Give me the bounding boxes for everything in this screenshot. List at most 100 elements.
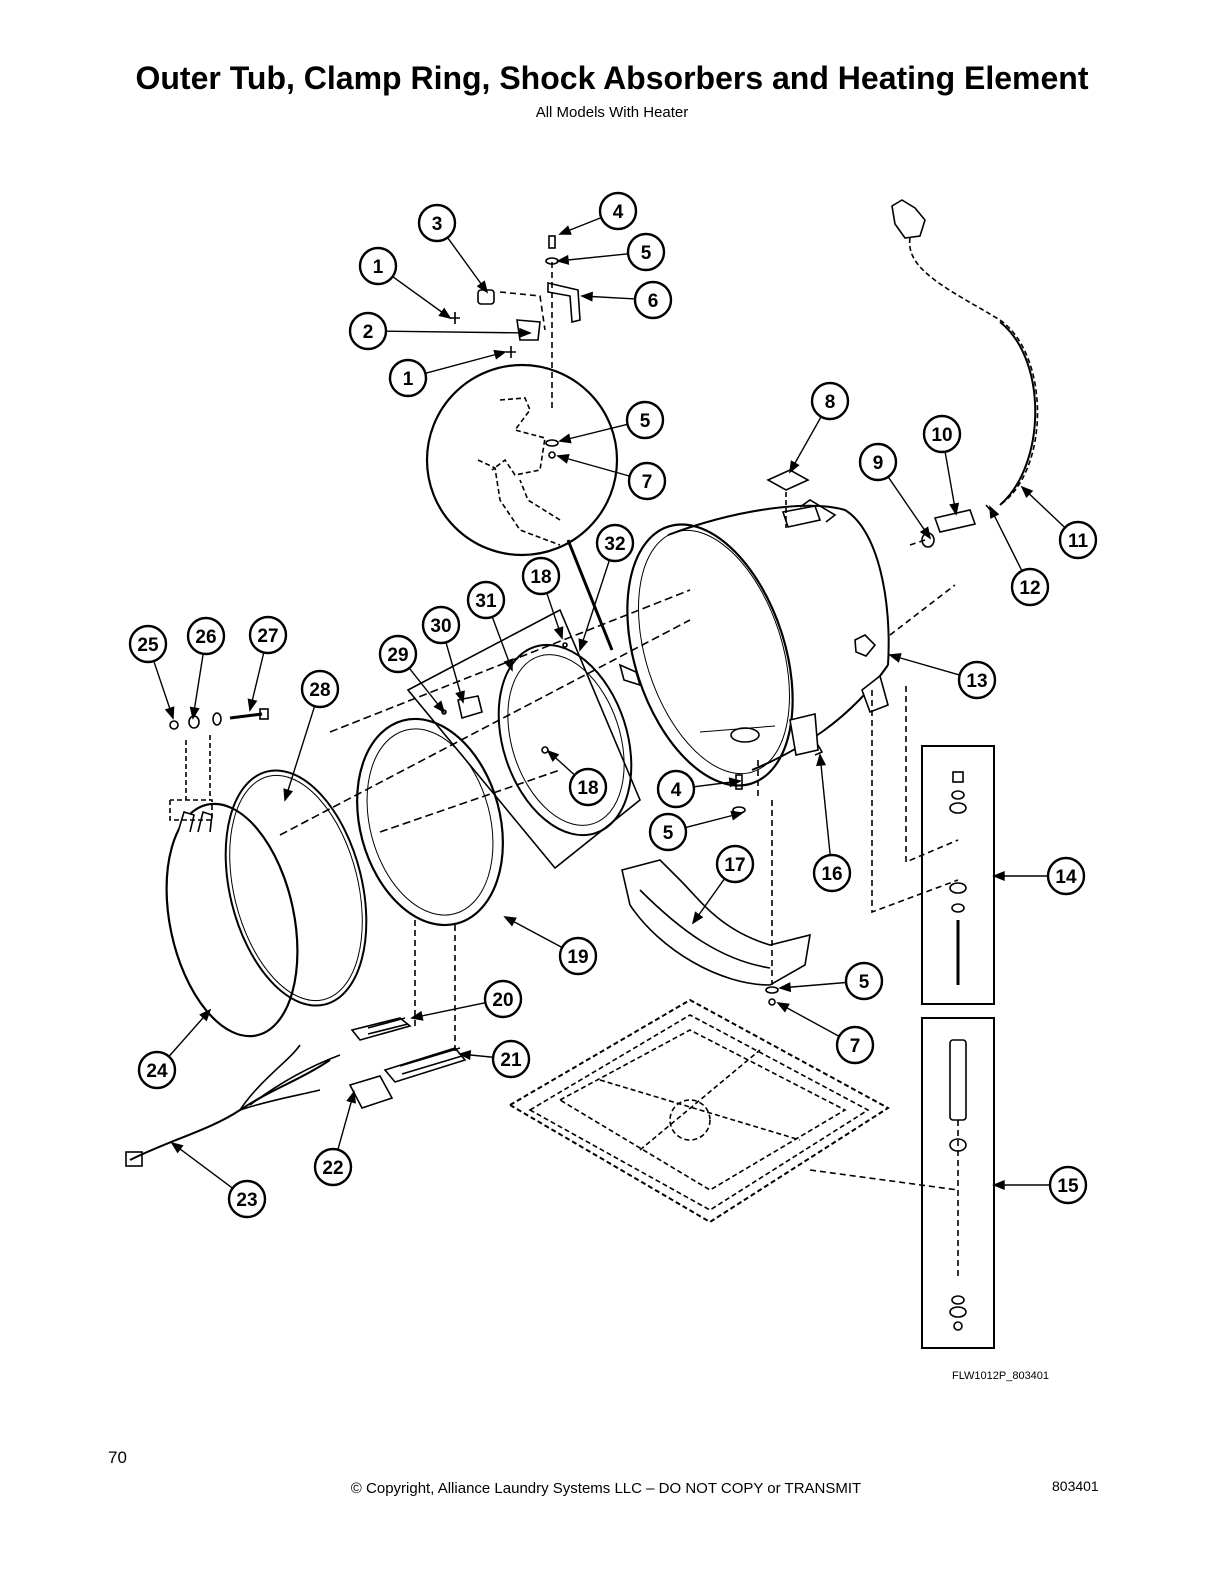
callout-8: 8 [810,381,850,421]
leader-arrowhead-18 [553,626,564,640]
callout-number-8: 8 [825,392,836,413]
callout-5: 5 [626,232,666,272]
leader-arrowhead-7 [776,1002,790,1013]
callout-5: 5 [648,812,688,852]
callout-16: 16 [812,853,852,893]
callout-circle-28 [300,669,340,709]
callout-30: 30 [421,605,461,645]
callout-22: 22 [313,1147,353,1187]
callout-4: 4 [656,769,696,809]
leader-line-12 [989,506,1023,572]
copyright-notice: © Copyright, Alliance Laundry Systems LL… [350,1480,862,1497]
callout-number-17: 17 [724,855,745,876]
leader-line-13 [889,654,960,676]
callout-circle-18 [568,767,608,807]
leader-arrowhead-5 [778,982,792,993]
callout-circle-5 [626,232,666,272]
callout-circle-17 [715,844,755,884]
callout-circle-1 [358,246,398,286]
callout-circle-2 [348,311,388,351]
page-subtitle: All Models With Heater [535,104,689,121]
leader-arrowhead-4 [728,777,742,788]
pressure-sensor-hose [889,199,1039,636]
callout-circle-10 [922,414,962,454]
leader-arrowhead-24 [199,1008,212,1022]
leader-line-20 [411,1001,486,1019]
callout-3: 3 [417,203,457,243]
callout-9: 9 [858,442,898,482]
callout-number-22: 22 [322,1158,343,1179]
leader-arrowhead-5 [558,433,572,444]
detail-inset [425,363,619,651]
callout-29: 29 [378,634,418,674]
leader-line-7 [777,1002,840,1037]
callout-number-29: 29 [387,645,408,666]
callout-circle-23 [227,1179,267,1219]
callout-circle-31 [466,580,506,620]
rear-gasket-assembly [406,608,641,870]
callout-number-25: 25 [137,635,159,656]
callout-7: 7 [835,1025,875,1065]
bolt-hardware [169,708,269,821]
callout-circle-22 [313,1147,353,1187]
callout-number-13: 13 [966,671,987,692]
callout-number-3: 3 [432,214,443,235]
callout-circle-16 [812,853,852,893]
callout-32: 32 [595,523,635,563]
callout-circle-4 [598,191,638,231]
leader-arrowhead-1 [438,307,452,320]
leader-arrowhead-23 [170,1141,184,1154]
callout-17: 17 [715,844,755,884]
leader-line-5 [779,981,847,989]
callout-12: 12 [1010,567,1050,607]
leader-arrowhead-32 [578,638,589,652]
callout-number-30: 30 [430,616,451,637]
leader-arrowhead-6 [580,291,593,302]
callout-14: 14 [1046,856,1086,896]
callout-18: 18 [568,767,608,807]
clamp-rings [165,589,691,1038]
parts-drawing [125,199,1039,1349]
callout-23: 23 [227,1179,267,1219]
leader-line-5 [559,423,628,442]
callout-circle-5 [648,812,688,852]
leader-arrowhead-12 [989,505,1000,519]
callout-19: 19 [558,936,598,976]
callout-number-15: 15 [1057,1176,1079,1197]
callout-5: 5 [625,400,665,440]
leader-arrowhead-22 [346,1090,356,1104]
callout-number-20: 20 [492,990,513,1011]
callout-6: 6 [633,280,673,320]
leader-arrowhead-18 [546,749,560,762]
callout-24: 24 [137,1050,177,1090]
callout-circle-5 [844,961,884,1001]
callout-number-7: 7 [642,472,653,493]
callout-number-21: 21 [500,1050,522,1071]
leader-arrowhead-20 [410,1010,424,1021]
callout-number-31: 31 [475,591,497,612]
callout-number-7: 7 [850,1036,861,1057]
callout-circle-21 [491,1039,531,1079]
callout-circle-25 [128,624,168,664]
leader-line-1 [392,275,451,319]
callout-18: 18 [521,556,561,596]
callout-circle-29 [378,634,418,674]
callout-number-28: 28 [309,680,330,701]
leader-line-2 [385,330,531,334]
callout-number-1: 1 [373,257,384,278]
callout-circle-12 [1010,567,1050,607]
leader-arrowhead-21 [458,1050,472,1061]
leader-line-3 [446,237,488,293]
callout-21: 21 [491,1039,531,1079]
callout-markers: 1123445555677891011121314151617181819202… [128,191,1098,1219]
leader-arrowhead-5 [556,254,570,265]
callout-number-18: 18 [577,778,598,799]
callout-number-5: 5 [640,411,651,432]
callout-31: 31 [466,580,506,620]
callout-number-26: 26 [195,627,216,648]
leader-line-19 [504,916,563,949]
page-title: Outer Tub, Clamp Ring, Shock Absorbers a… [135,60,1089,96]
callout-circle-11 [1058,520,1098,560]
figure-code: FLW1012P_803401 [952,1370,1050,1382]
callout-circle-19 [558,936,598,976]
